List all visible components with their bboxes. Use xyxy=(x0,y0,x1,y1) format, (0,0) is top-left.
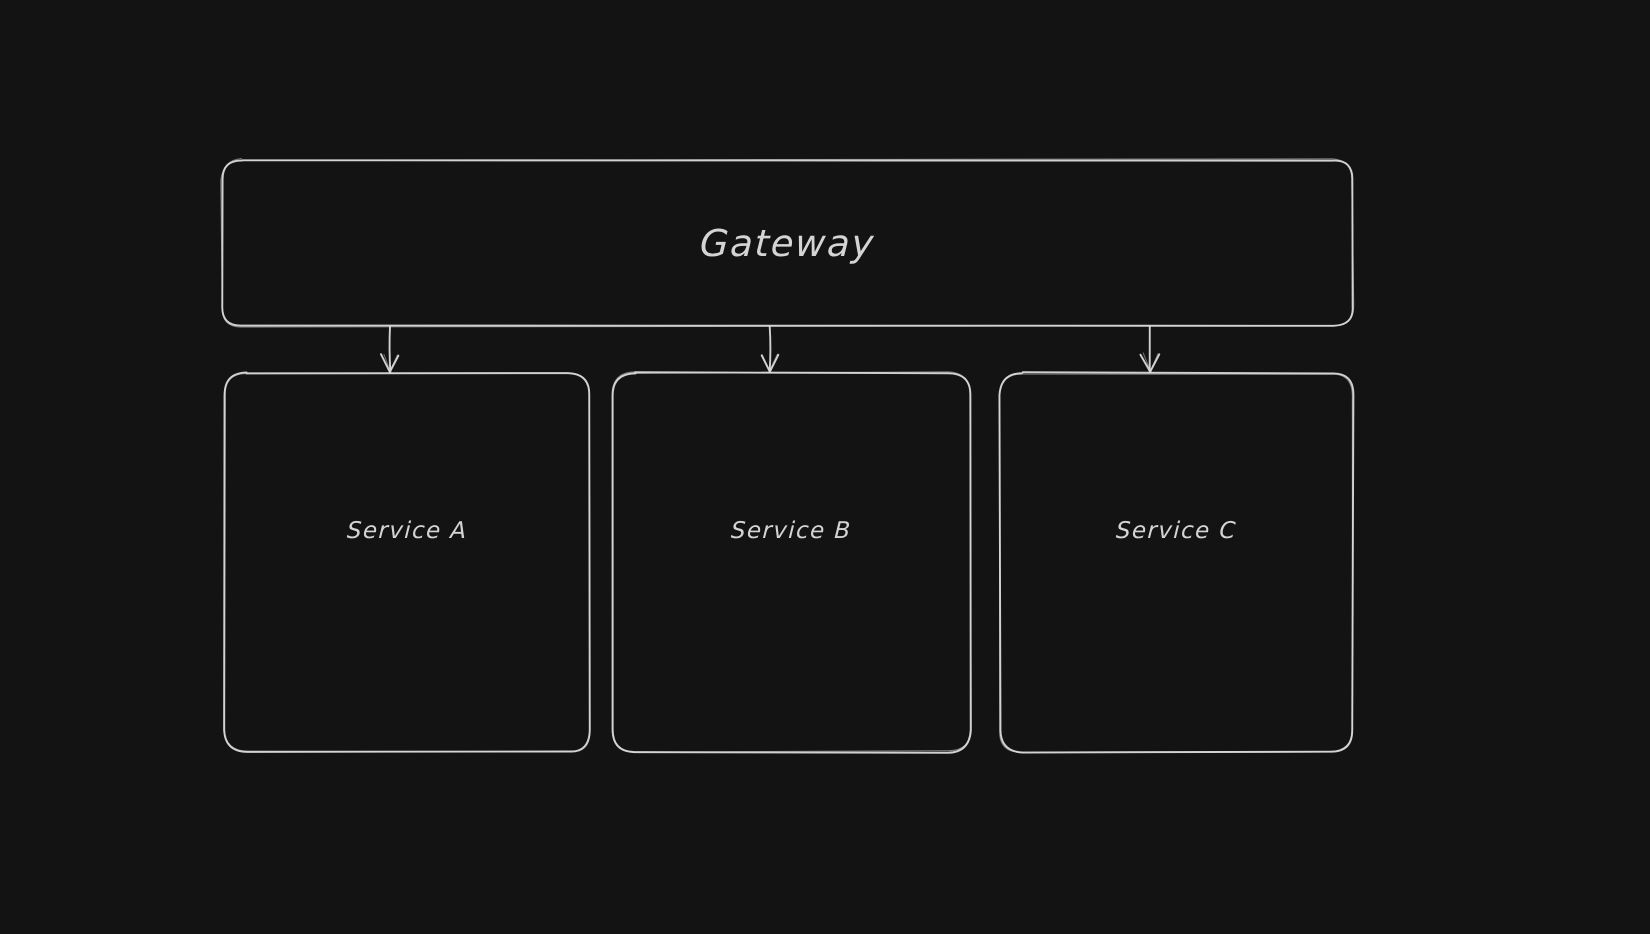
node-service-c[interactable]: Service C xyxy=(1000,373,1353,752)
node-service-a[interactable]: Service A xyxy=(225,373,590,752)
node-gateway[interactable]: Gateway xyxy=(222,160,1353,326)
node-gateway-label: Gateway xyxy=(698,221,877,265)
node-service-c-label: Service C xyxy=(1115,518,1238,544)
node-service-a-label: Service A xyxy=(346,518,469,544)
node-service-b-label: Service B xyxy=(730,518,853,544)
node-service-b[interactable]: Service B xyxy=(613,373,970,752)
